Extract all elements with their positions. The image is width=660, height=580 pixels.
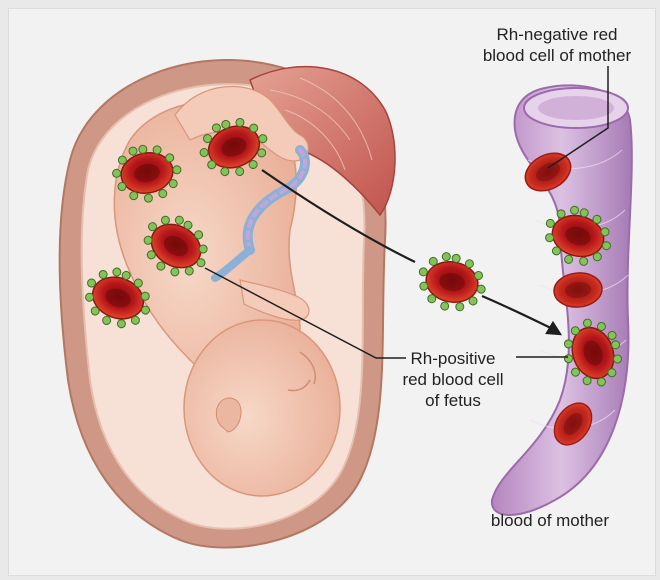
rh-positive-label-line3: of fetus [378,390,528,411]
rh-negative-label-line2: blood cell of mother [462,45,652,66]
rh-negative-label: Rh-negative red blood cell of mother [462,24,652,66]
rh-positive-label-line2: red blood cell [378,369,528,390]
rh-positive-label: Rh-positive red blood cell of fetus [378,348,528,411]
blood-of-mother-label: blood of mother [470,510,630,531]
rh-positive-label-line1: Rh-positive [378,348,528,369]
rh-negative-label-line1: Rh-negative red [462,24,652,45]
